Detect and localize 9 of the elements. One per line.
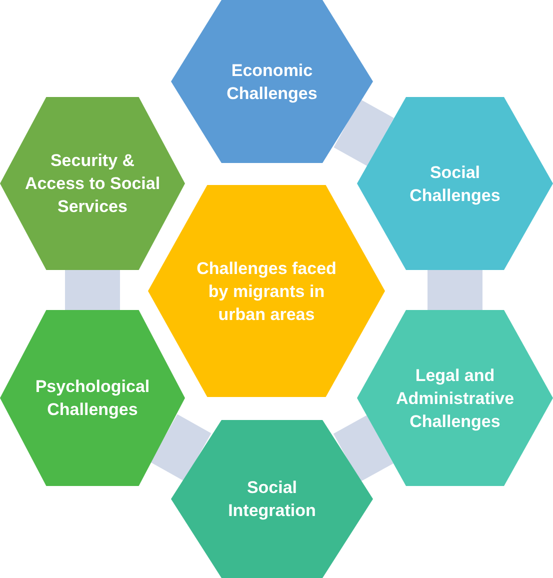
hexagon-label: Psychological Challenges — [34, 376, 151, 421]
hexagon-label: Economic Challenges — [226, 60, 318, 104]
hexagon-label: Social Challenges — [408, 162, 502, 206]
hexagon-label: Legal and Administrative Challenges — [394, 364, 516, 432]
connector-band — [333, 415, 394, 482]
hexagon-label: Security & Access to Social Services — [24, 150, 162, 218]
hexagon-label: Challenges faced by migrants in urban areas — [196, 258, 338, 326]
connector-band — [428, 270, 482, 310]
hexagon-label: Social Integration — [227, 477, 317, 522]
